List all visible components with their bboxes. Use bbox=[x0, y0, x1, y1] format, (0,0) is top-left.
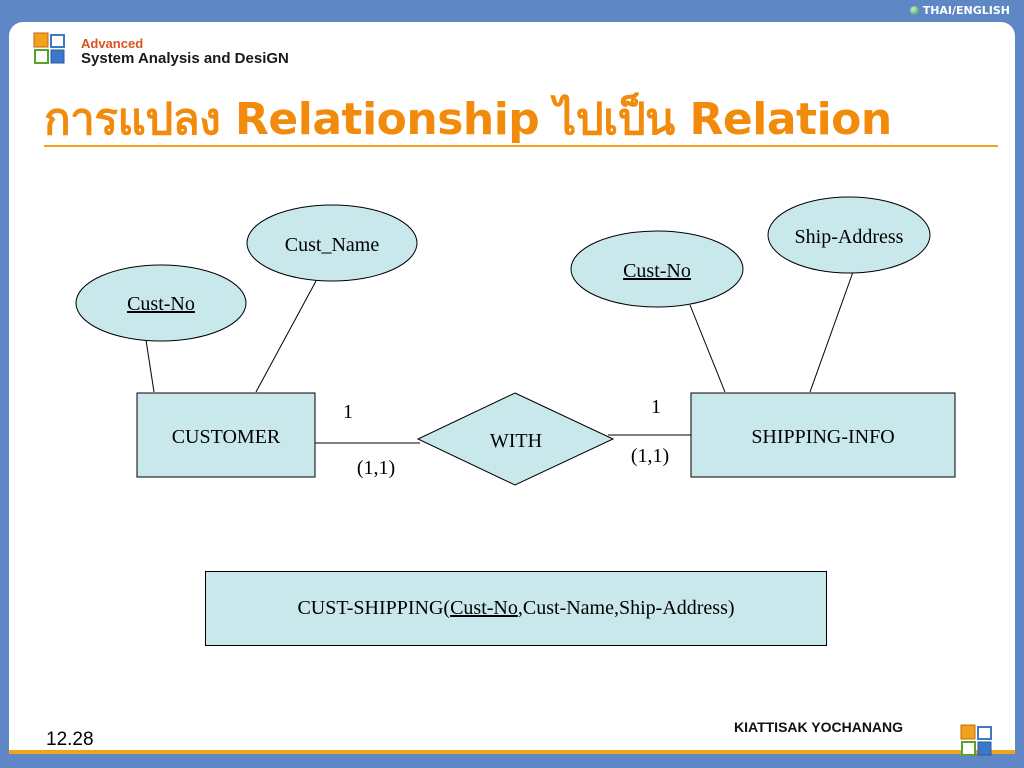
attribute-ship-address: Ship-Address bbox=[767, 196, 931, 274]
relationship-label: WITH bbox=[490, 430, 542, 452]
attribute-cust-no-shipping: Cust-No bbox=[570, 230, 744, 308]
cardinality-left: 1 bbox=[343, 401, 353, 423]
relation-key: Cust-No bbox=[450, 597, 518, 619]
relation-attributes: ,Cust-Name,Ship-Address) bbox=[517, 597, 735, 619]
entity-label: CUSTOMER bbox=[172, 426, 281, 448]
entity-shipping-info: SHIPPING-INFO bbox=[690, 392, 956, 478]
connector-line bbox=[255, 280, 317, 393]
author-name: KIATTISAK YOCHANANG bbox=[734, 719, 904, 735]
relation-name: CUST-SHIPPING( bbox=[297, 597, 451, 619]
office-logo-icon bbox=[33, 32, 65, 64]
entity-label: SHIPPING-INFO bbox=[751, 426, 894, 448]
page-number: 12.28 bbox=[46, 729, 94, 750]
footer-strip bbox=[0, 754, 1024, 768]
participation-right: (1,1) bbox=[631, 445, 669, 467]
globe-icon bbox=[909, 6, 919, 15]
course-title-line1: Advanced bbox=[81, 36, 144, 51]
slide-title: การแปลง Relationship ไปเป็น Relation bbox=[44, 94, 892, 145]
relationship-with: WITH bbox=[416, 392, 615, 486]
attribute-label: Cust-No bbox=[127, 293, 195, 315]
footer-divider bbox=[9, 750, 1015, 754]
title-underline bbox=[44, 145, 998, 147]
participation-left: (1,1) bbox=[357, 457, 395, 479]
connector-line bbox=[689, 304, 726, 393]
connector-line bbox=[145, 339, 155, 393]
attribute-label: Cust-No bbox=[623, 260, 691, 282]
footer-logo-icon bbox=[960, 724, 992, 756]
entity-customer: CUSTOMER bbox=[136, 392, 316, 478]
attribute-label: Ship-Address bbox=[795, 226, 904, 248]
attribute-cust-name: Cust_Name bbox=[246, 204, 418, 282]
relation-schema-box: CUST-SHIPPING(Cust-No,Cust-Name,Ship-Add… bbox=[205, 571, 827, 646]
language-toggle[interactable]: THAI/ENGLISH bbox=[909, 4, 1010, 17]
cardinality-right: 1 bbox=[651, 396, 661, 418]
course-title-line2: System Analysis and DesiGN bbox=[81, 50, 289, 67]
attribute-label: Cust_Name bbox=[285, 234, 380, 256]
attribute-cust-no-customer: Cust-No bbox=[75, 264, 247, 342]
connector-line bbox=[809, 271, 854, 393]
